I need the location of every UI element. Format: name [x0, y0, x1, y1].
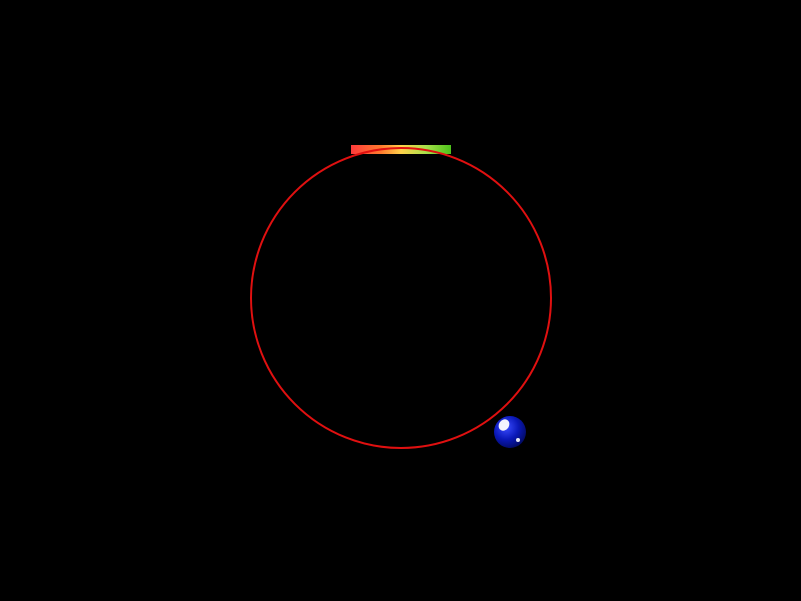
ball	[494, 416, 526, 448]
ball-highlight	[498, 419, 510, 431]
ring-boundary	[250, 147, 552, 449]
paddle[interactable]	[351, 145, 451, 154]
